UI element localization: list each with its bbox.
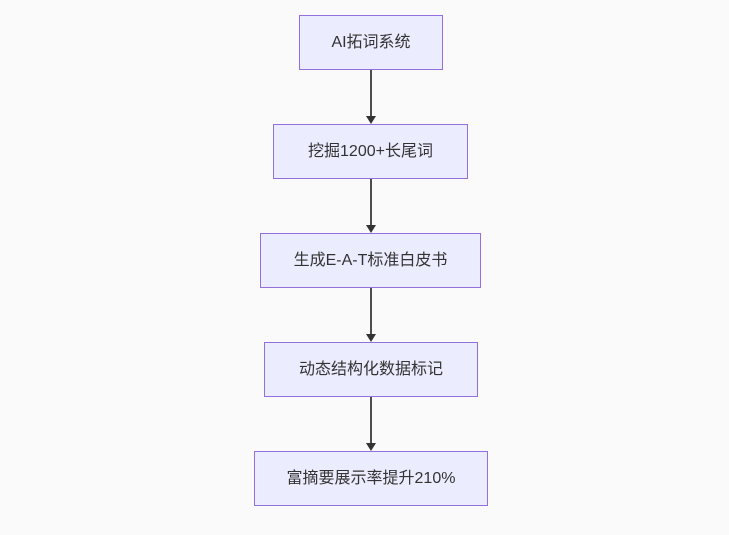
edge-line: [370, 179, 372, 225]
flow-node-structured-data-markup: 动态结构化数据标记: [264, 342, 478, 397]
edge-line: [370, 288, 372, 334]
flow-edge-d-e: [365, 397, 377, 451]
arrowhead-down-icon: [366, 443, 376, 451]
flow-node-longtail-mining: 挖掘1200+长尾词: [273, 124, 468, 179]
arrowhead-down-icon: [366, 116, 376, 124]
flow-edge-c-d: [365, 288, 377, 342]
edge-line: [370, 397, 372, 443]
arrowhead-down-icon: [366, 225, 376, 233]
flow-node-ai-keyword-system: AI拓词系统: [299, 15, 443, 70]
flow-edge-a-b: [365, 70, 377, 124]
flow-node-rich-snippet-result: 富摘要展示率提升210%: [254, 451, 488, 506]
arrowhead-down-icon: [366, 334, 376, 342]
edge-line: [370, 70, 372, 116]
flow-edge-b-c: [365, 179, 377, 233]
flow-node-eat-whitepaper: 生成E-A-T标准白皮书: [260, 233, 481, 288]
